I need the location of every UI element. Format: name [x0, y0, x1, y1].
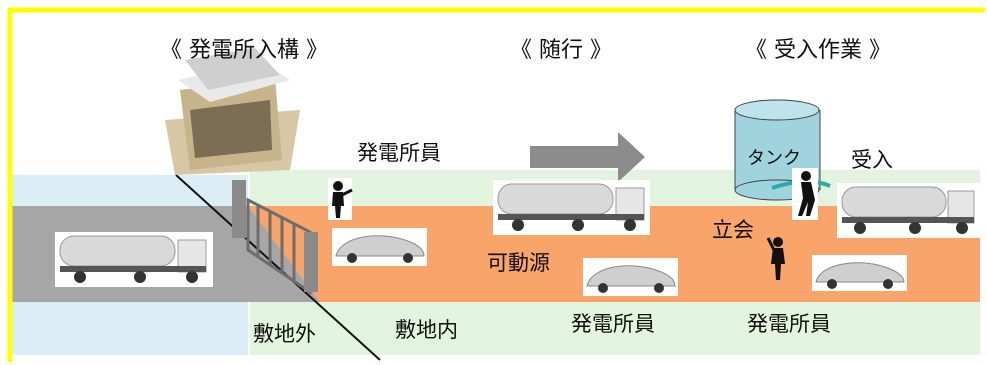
staff-witness-icon: [766, 237, 785, 280]
patrol-car-2: [583, 258, 678, 296]
label-staff-top: 発電所員: [357, 141, 441, 165]
tanker-truck-receive: [837, 183, 980, 238]
label-receive: 受入: [851, 148, 893, 172]
patrol-car-3: [812, 255, 907, 291]
label-outside: 敷地外: [253, 322, 316, 346]
label-witness: 立会: [712, 218, 754, 242]
boundary-line: [175, 174, 381, 361]
label-staff-bottom-1: 発電所員: [571, 312, 655, 336]
header-receive: 《 受入作業 》: [745, 38, 891, 63]
gate: [232, 180, 318, 295]
progress-arrow: [530, 132, 645, 182]
site-road: [248, 206, 980, 302]
label-staff-bottom-2: 発電所員: [747, 312, 831, 336]
staff-pointing-icon: [328, 178, 353, 220]
patrol-car-1: [332, 228, 427, 266]
worker-receiving-icon: [792, 168, 818, 220]
guard-house: [165, 48, 300, 175]
tanker-truck-escort: [493, 180, 650, 235]
yellow-frame: [7, 7, 985, 362]
tanker-truck-outside: [55, 232, 213, 287]
label-inside: 敷地内: [395, 318, 458, 342]
label-movable-source: 可動源: [487, 251, 550, 275]
header-escort: 《 随行 》: [510, 38, 612, 63]
header-entry: 《 発電所入構 》: [160, 38, 328, 63]
label-tank: タンク: [747, 148, 801, 169]
